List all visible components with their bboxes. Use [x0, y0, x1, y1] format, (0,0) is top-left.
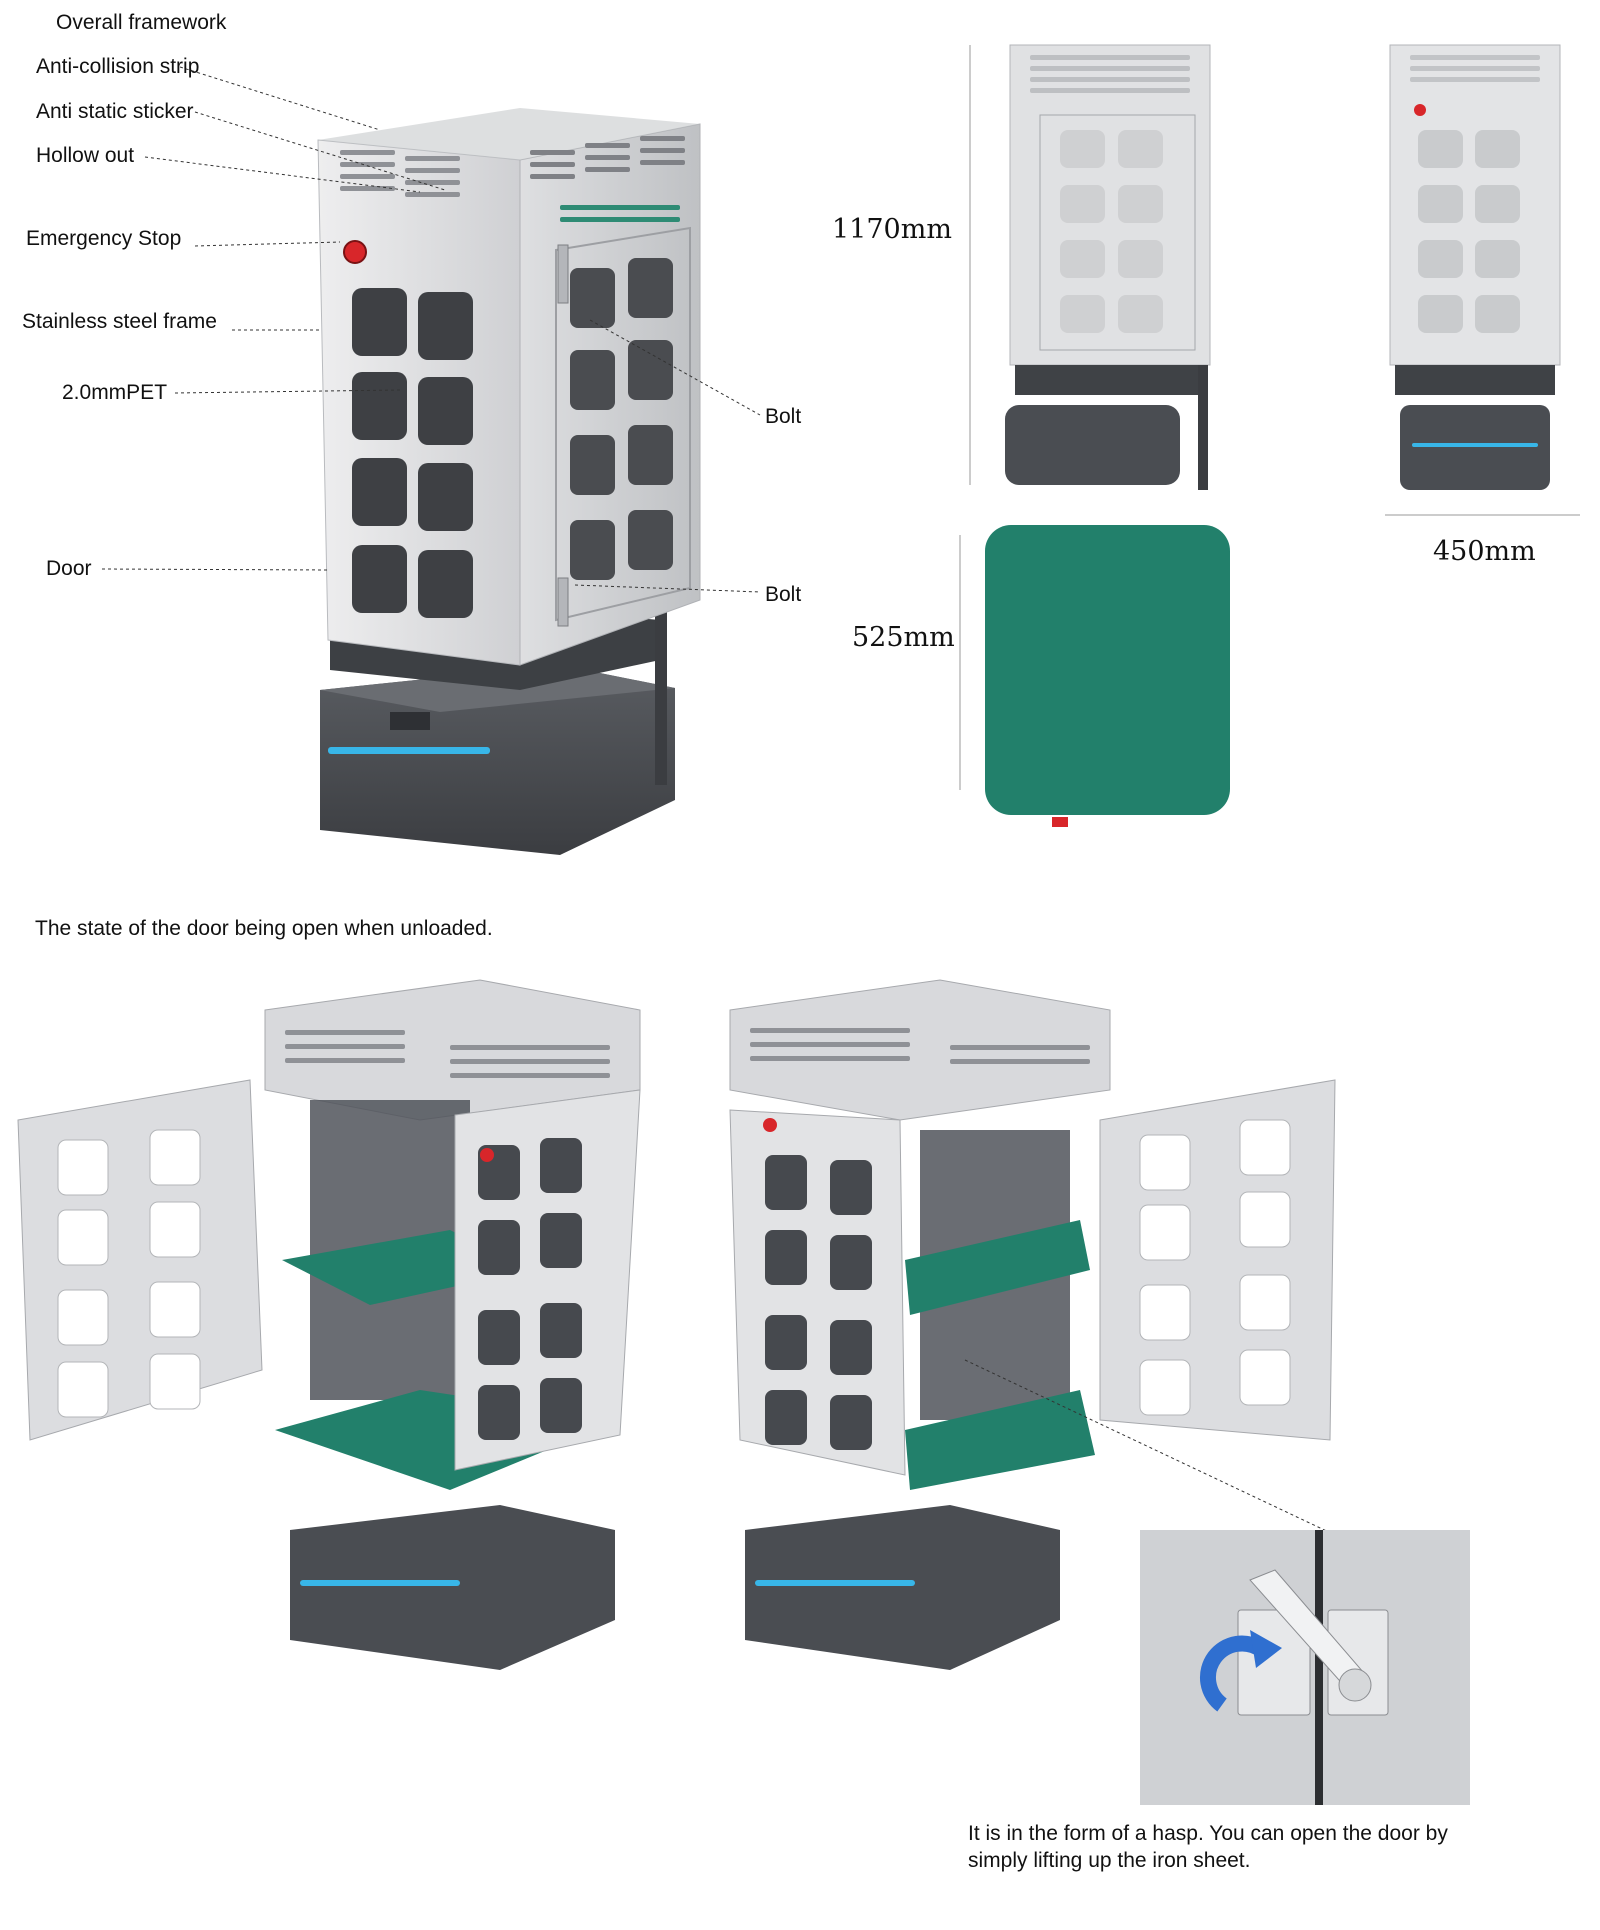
- hasp-pivot: [1338, 1668, 1372, 1702]
- dimension-views: 1170mm 525mm 450mm: [820, 30, 1600, 850]
- rotate-arrow-head-icon: [1250, 1630, 1282, 1668]
- side-view-cabinet: [1009, 44, 1211, 366]
- led-strip: [328, 747, 490, 754]
- door-outline: [555, 226, 691, 622]
- left-open-door-panel: [17, 1079, 263, 1441]
- callout-emergency-stop: Emergency Stop: [26, 227, 182, 250]
- bolt-upper: [557, 244, 569, 304]
- callout-anti-static-sticker: Anti static sticker: [36, 100, 194, 123]
- emergency-stop-button: [343, 240, 367, 264]
- bolt-lower: [557, 577, 569, 627]
- left-led: [300, 1580, 460, 1586]
- main-robot-svg: [101, 66, 761, 855]
- left-chassis: [290, 1505, 615, 1670]
- open-robot-right: [729, 979, 1336, 1670]
- right-left-panel-windows: [765, 1155, 872, 1450]
- front-view-estop: [1414, 104, 1426, 116]
- vent-slots-left: [340, 150, 460, 197]
- callout-hollow-out: Hollow out: [36, 144, 135, 167]
- top-view-shelf: [985, 525, 1230, 815]
- front-view-chassis: [1400, 405, 1550, 490]
- callout-bolt-lower: Bolt: [765, 583, 802, 606]
- left-door-windows: [57, 1129, 201, 1418]
- right-left-panel: [729, 1109, 906, 1476]
- right-estop: [763, 1118, 777, 1132]
- support-leg: [655, 600, 667, 785]
- side-view-vents: [1030, 55, 1190, 93]
- callout-door: Door: [46, 557, 92, 580]
- hasp-detail-inset: [1140, 1530, 1470, 1805]
- side-view-door: [1039, 114, 1196, 351]
- anti-static-sticker-strip: [560, 205, 680, 222]
- right-lower-shelf: [905, 1390, 1095, 1490]
- pet-windows-left: [352, 288, 473, 618]
- left-estop: [480, 1148, 494, 1162]
- depth-dimension-label: 525mm: [852, 622, 955, 653]
- front-view-frame-base: [1395, 365, 1555, 395]
- callout-pet-panel: 2.0mmPET: [62, 381, 168, 404]
- rotate-arrow-icon: [1200, 1635, 1267, 1712]
- open-door-views: [0, 970, 1600, 1805]
- left-top-vents: [285, 1030, 610, 1078]
- right-chassis: [745, 1505, 1060, 1670]
- right-door-windows: [1139, 1119, 1291, 1416]
- main-robot-illustration: Overall framework Anti-collision strip A…: [0, 0, 801, 870]
- right-open-door-panel: [1099, 1079, 1336, 1441]
- front-view-vents: [1410, 55, 1540, 82]
- left-right-panel-windows: [478, 1138, 582, 1440]
- right-top-frame: [729, 979, 1111, 1121]
- right-upper-shelf: [905, 1220, 1090, 1315]
- right-top-vents: [750, 1028, 1090, 1064]
- open-robot-left: [17, 979, 641, 1670]
- hasp-door-gap: [1315, 1530, 1323, 1805]
- callout-anti-collision-strip: Anti-collision strip: [36, 55, 200, 78]
- top-view-estop: [1052, 817, 1068, 827]
- cabinet-top-opening: [318, 108, 700, 160]
- vent-slots-right: [530, 136, 685, 179]
- hasp-leader-line: [964, 1359, 1336, 1536]
- pet-windows-door: [570, 258, 673, 580]
- callout-leader-lines: [101, 66, 761, 593]
- callout-bolt-upper: Bolt: [765, 405, 802, 428]
- front-view-windows: [1418, 130, 1520, 333]
- height-dimension-label: 1170mm: [832, 214, 952, 245]
- width-dimension-label: 450mm: [1433, 536, 1536, 567]
- chassis-port: [390, 712, 430, 730]
- side-view-frame-base: [1015, 365, 1205, 395]
- callout-overall-framework: Overall framework: [56, 11, 227, 34]
- side-view-chassis: [1005, 405, 1180, 485]
- door-open-caption: The state of the door being open when un…: [35, 917, 493, 940]
- right-led: [755, 1580, 915, 1586]
- chassis-top: [320, 665, 675, 712]
- front-view-led: [1412, 443, 1538, 447]
- callout-stainless-steel-frame: Stainless steel frame: [22, 310, 217, 333]
- side-view-leg: [1198, 365, 1208, 490]
- dimension-views-svg: [959, 44, 1580, 827]
- open-door-views-svg: [17, 979, 1470, 1805]
- hasp-caption: It is in the form of a hasp. You can ope…: [968, 1822, 1448, 1873]
- side-view-windows: [1060, 130, 1163, 333]
